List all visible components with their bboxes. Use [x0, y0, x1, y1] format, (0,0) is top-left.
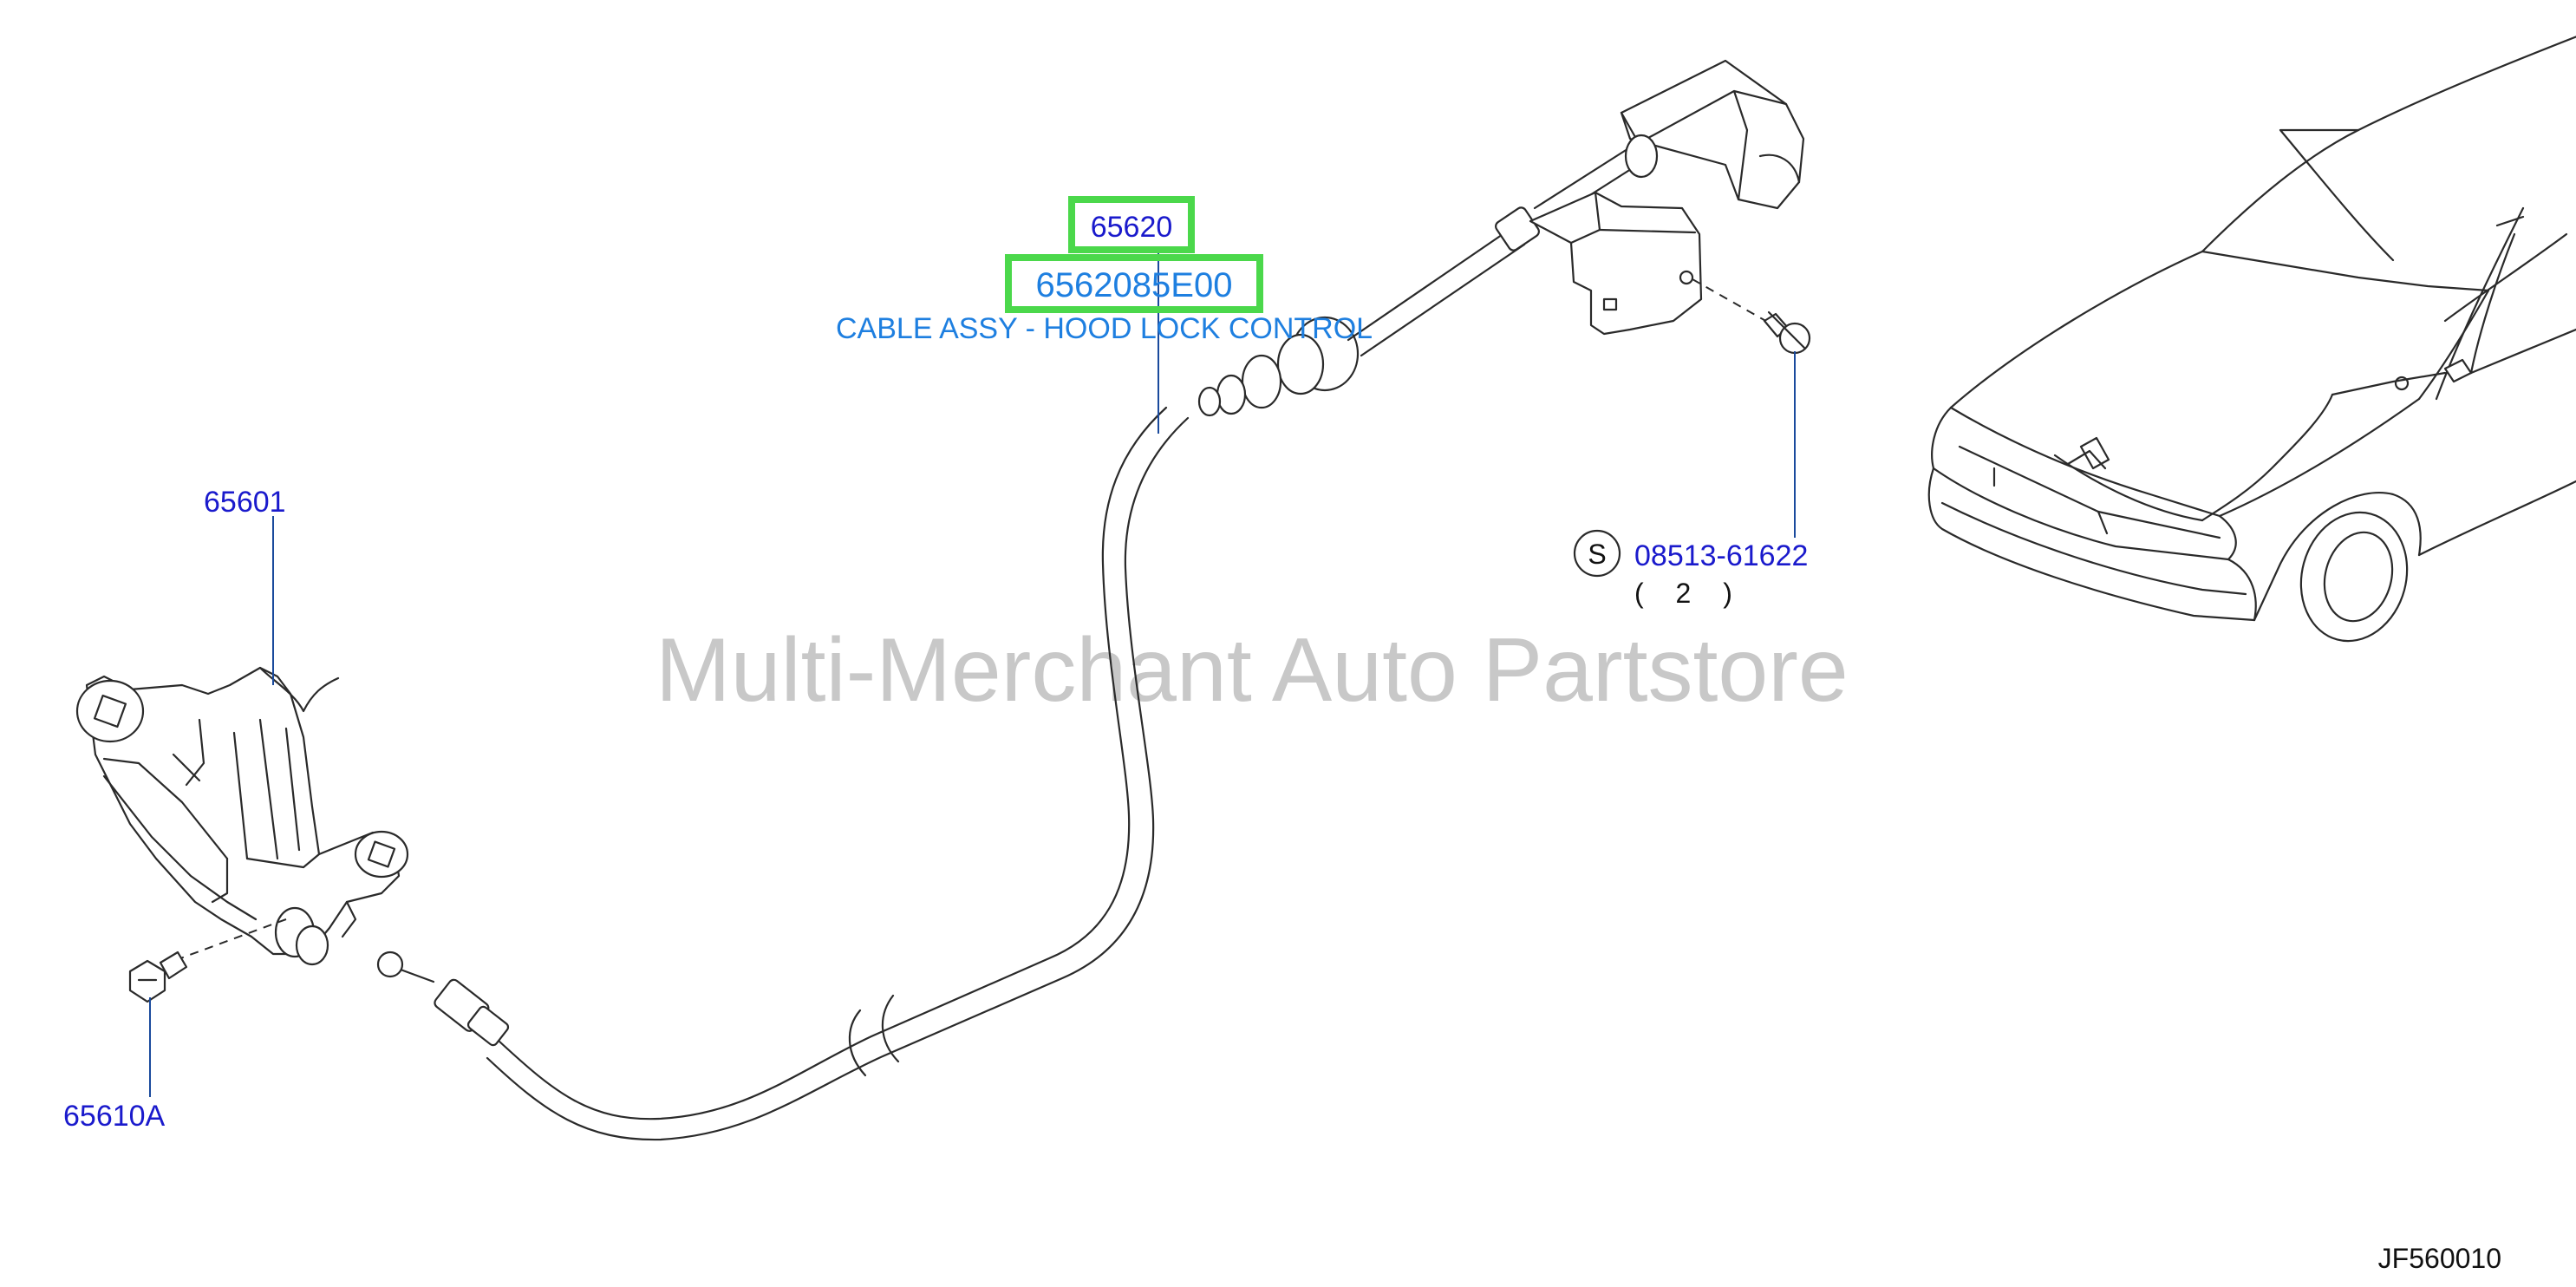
standard-symbol-letter: S: [1588, 539, 1606, 570]
label-65610a[interactable]: 65610A: [63, 1100, 166, 1133]
label-part-description[interactable]: CABLE ASSY - HOOD LOCK CONTROL: [836, 312, 1373, 345]
label-65601[interactable]: 65601: [204, 486, 286, 519]
hood-lock-drawing[interactable]: [75, 666, 409, 966]
label-08513-61622[interactable]: 08513-61622: [1634, 539, 1808, 572]
hood-lock-cable-drawing[interactable]: [376, 59, 1805, 1141]
standard-part-symbol: S: [1573, 529, 1621, 578]
label-65620[interactable]: 65620: [1091, 211, 1173, 244]
bolt-65610a-drawing[interactable]: [128, 918, 287, 1003]
highlight-box-65620: [1068, 196, 1195, 253]
watermark-text: Multi-Merchant Auto Partstore: [655, 620, 1849, 721]
highlight-box-part-number: [1005, 254, 1263, 313]
label-quantity: ( 2 ): [1634, 578, 1745, 609]
diagram-code: JF560010: [2378, 1243, 2501, 1274]
bolt-08513-drawing[interactable]: [1692, 278, 1811, 355]
vehicle-illustration: [1927, 36, 2576, 643]
label-part-number[interactable]: 6562085E00: [1036, 266, 1233, 304]
